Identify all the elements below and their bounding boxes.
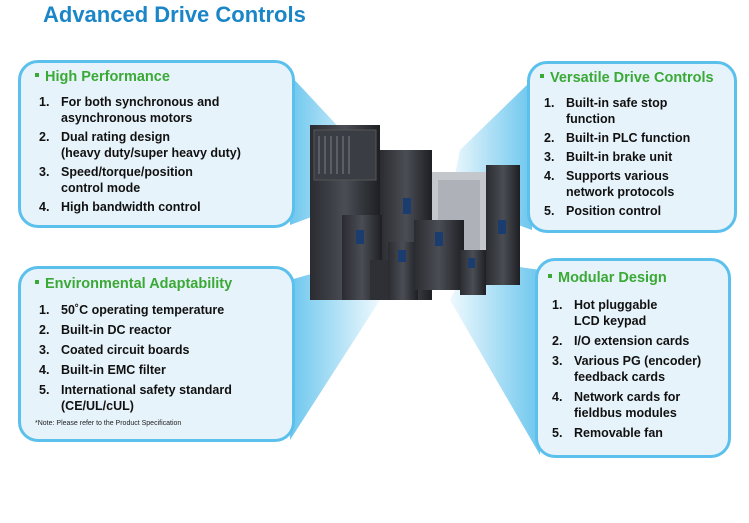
drive-products-image — [310, 125, 520, 300]
beam-modular — [450, 260, 540, 455]
panel-heading: Environmental Adaptability — [35, 276, 278, 292]
bullet-square-icon — [35, 280, 39, 285]
list-item: 4.Built-in EMC filter — [39, 363, 166, 377]
panel-heading: Versatile Drive Controls — [540, 70, 724, 86]
list-item: 5.International safety standard(CE/UL/cU… — [39, 383, 232, 413]
list-item: 2.I/O extension cards — [552, 334, 690, 348]
list-item: 1.50˚C operating temperature — [39, 303, 225, 317]
list-item: 2.Built-in DC reactor — [39, 323, 172, 337]
panel-heading: High Performance — [35, 69, 278, 85]
list-item: 5.Removable fan — [552, 426, 663, 440]
bullet-square-icon — [548, 274, 552, 279]
list-item: 3.Built-in brake unit — [544, 150, 673, 164]
bullet-square-icon — [35, 73, 39, 78]
panel-versatile-drive-controls: Versatile Drive Controls 1.Built-in safe… — [527, 61, 737, 233]
panel-high-performance: High Performance 1.For both synchronous … — [18, 60, 295, 228]
list-item: 2.Dual rating design(heavy duty/super he… — [39, 130, 241, 160]
list-item: 4.High bandwidth control — [39, 200, 201, 214]
list-item: 3.Various PG (encoder)feedback cards — [552, 354, 702, 384]
page-title: Advanced Drive Controls — [43, 2, 306, 27]
bullet-square-icon — [540, 74, 544, 79]
panel-heading: Modular Design — [548, 270, 718, 286]
list-item: 5.Position control — [544, 204, 662, 218]
feature-list: 1.50˚C operating temperature 2.Built-in … — [35, 302, 278, 414]
beam-environmental — [290, 260, 380, 440]
list-item: 2.Built-in PLC function — [544, 131, 691, 145]
list-item: 3.Coated circuit boards — [39, 343, 190, 357]
footnote: *Note: Please refer to the Product Speci… — [35, 420, 182, 427]
panel-environmental-adaptability: Environmental Adaptability 1.50˚C operat… — [18, 266, 295, 442]
